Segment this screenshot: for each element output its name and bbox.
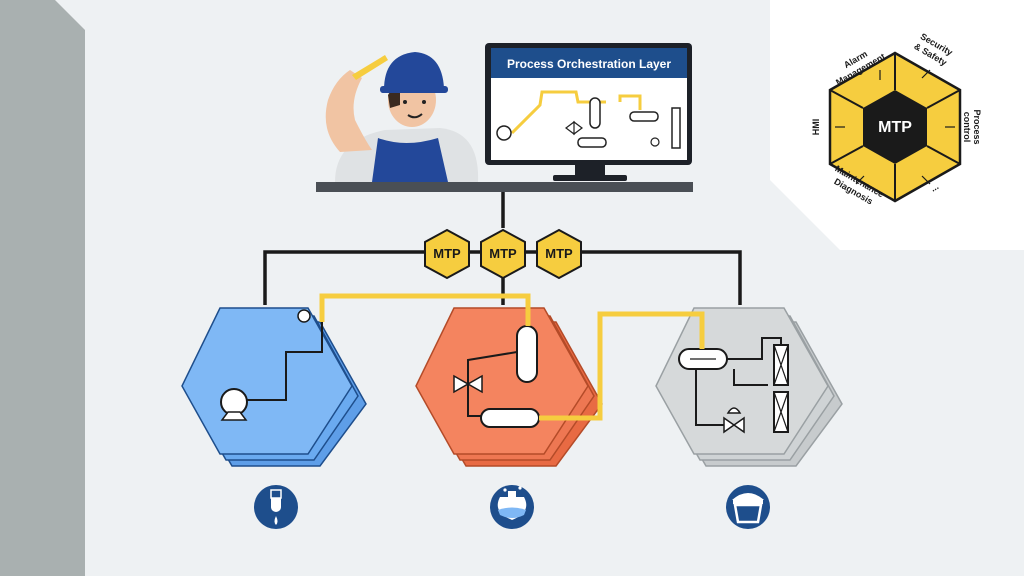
- mtp-wheel: MTP: [828, 51, 962, 203]
- module-blue: [181, 307, 367, 467]
- mtp-badge-label: MTP: [545, 246, 573, 261]
- monitor-header: [491, 48, 687, 78]
- valve-symbol: [453, 374, 483, 394]
- control-valve-symbol: [723, 416, 745, 434]
- mtp-badge-label: MTP: [433, 246, 461, 261]
- mtp-badge-group: MTP MTP MTP: [424, 228, 582, 280]
- column-vessel: [516, 325, 538, 383]
- wheel-label-process-2: control: [962, 112, 972, 143]
- sample-tube-icon: [254, 485, 298, 529]
- sensor-symbol: [297, 309, 311, 323]
- mtp-wheel-center: MTP: [878, 119, 912, 136]
- worker-illustration: [325, 52, 479, 182]
- mtp-badge: MTP: [480, 228, 526, 280]
- wheel-label-process-1: Process: [972, 109, 982, 144]
- module-gray: [655, 307, 843, 467]
- face-shield-icon: [726, 485, 770, 529]
- process-line-orange-gray: [539, 311, 705, 421]
- monitor: Process Orchestration Layer: [485, 43, 692, 181]
- flask-icon: [490, 485, 534, 529]
- process-line-blue-orange: [319, 293, 531, 326]
- mtp-badge: MTP: [536, 228, 582, 280]
- mtp-badge: MTP: [424, 228, 470, 280]
- monitor-title: Process Orchestration Layer: [507, 57, 671, 71]
- mtp-badge-label: MTP: [489, 246, 517, 261]
- module-orange: [415, 307, 603, 467]
- left-decorative-bar: [0, 0, 85, 576]
- wheel-label-hmi: HMI: [811, 119, 821, 136]
- pump-symbol: [220, 388, 248, 416]
- desk: [316, 182, 693, 192]
- horizontal-vessel: [480, 408, 540, 428]
- wheel-label-ellipsis: ...: [929, 181, 941, 193]
